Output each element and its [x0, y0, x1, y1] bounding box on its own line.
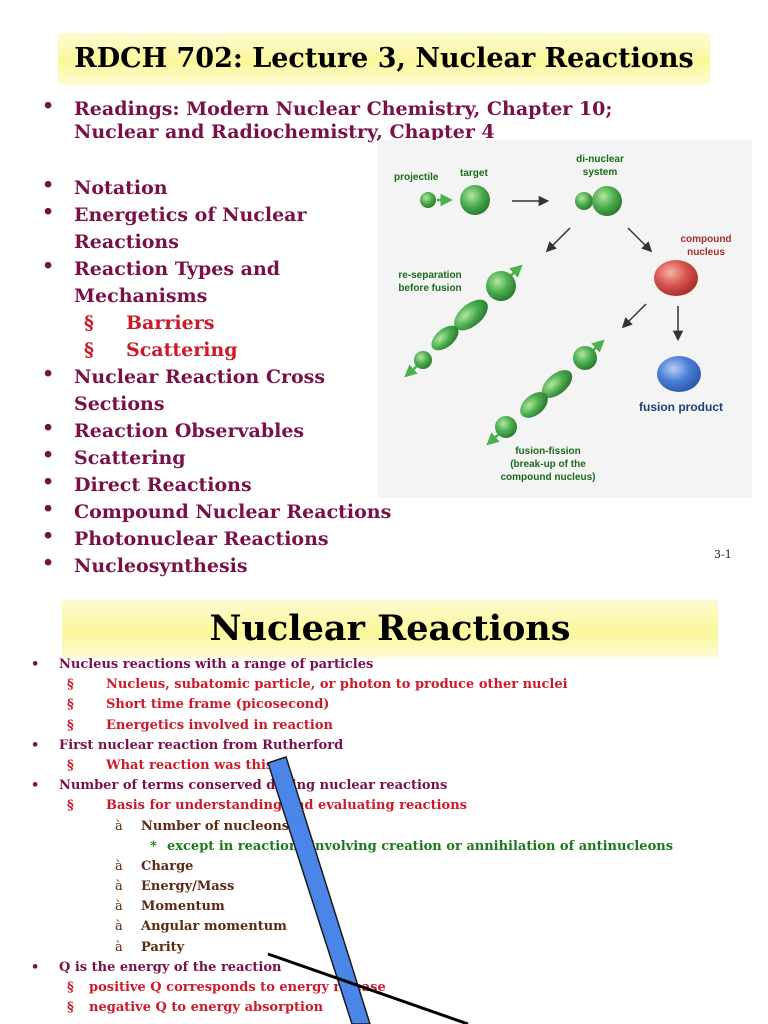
reseparation-arrow-down — [404, 364, 418, 378]
label-compound-2: nucleus — [687, 247, 725, 258]
item-momentum: Momentum — [0, 897, 760, 917]
dinuclear-large — [592, 186, 622, 216]
fusion-product-nucleus — [657, 356, 701, 392]
topic-reaction-types: Reaction Types and Mechanisms — [42, 253, 394, 310]
item-antinucleons-exception: except in reactions involving creation o… — [0, 837, 760, 857]
fission-neck-1 — [541, 370, 573, 398]
item-range-of-particles: Nucleus reactions with a range of partic… — [0, 655, 760, 675]
readings-bullet: Readings: Modern Nuclear Chemistry, Chap… — [42, 95, 684, 144]
fission-fragment-upper — [573, 346, 597, 370]
reaction-mechanism-diagram: projectile target di-nuclear system comp… — [378, 140, 752, 498]
item-short-time-frame: Short time frame (picosecond) — [0, 695, 760, 715]
label-fusion-fission-3: compound nucleus) — [501, 472, 596, 483]
topic-nucleosynthesis: Nucleosynthesis — [42, 550, 394, 580]
reseparation-fragment-small — [414, 351, 432, 369]
label-fusion-fission-2: (break-up of the — [510, 459, 586, 470]
projectile-nucleus — [420, 192, 436, 208]
item-conserved-terms: Number of terms conserved during nuclear… — [0, 776, 760, 796]
compound-nucleus — [654, 260, 698, 296]
target-nucleus — [460, 185, 490, 215]
label-dinuclear-1: di-nuclear — [576, 154, 624, 165]
fission-arrow-down — [486, 432, 500, 446]
dinuclear-small — [575, 192, 593, 210]
item-what-reaction: What reaction was this? — [0, 756, 760, 776]
label-target: target — [460, 168, 488, 179]
topic-direct: Direct Reactions — [42, 469, 394, 499]
arrow-to-fusion-fission — [621, 303, 647, 329]
topic-compound: Compound Nuclear Reactions — [42, 496, 394, 526]
item-charge: Charge — [0, 857, 760, 877]
arrow-to-reseparation — [545, 227, 571, 253]
arrow-to-compound — [627, 227, 653, 253]
topic-energetics: Energetics of Nuclear Reactions — [42, 199, 394, 256]
topic-observables: Reaction Observables — [42, 415, 394, 445]
label-fusion-fission-1: fusion-fission — [515, 446, 581, 457]
topic-cross-sections: Nuclear Reaction Cross Sections — [42, 361, 394, 418]
item-nucleons: Number of nucleons — [0, 817, 760, 837]
label-compound-1: compound — [680, 234, 731, 245]
topic-photonuclear: Photonuclear Reactions — [42, 523, 394, 553]
slide1-topic-list: Notation Energetics of Nuclear Reactions… — [42, 172, 394, 580]
label-fusion-product: fusion product — [639, 400, 723, 414]
item-angular-momentum: Angular momentum — [0, 917, 760, 937]
topic-barriers: Barriers — [44, 310, 394, 337]
topic-scattering-sub: Scattering — [44, 337, 394, 364]
label-dinuclear-2: system — [583, 167, 618, 178]
label-projectile: projectile — [394, 172, 439, 183]
label-reseparation-1: re-separation — [398, 270, 461, 281]
item-energy-mass: Energy/Mass — [0, 877, 760, 897]
item-energetics: Energetics involved in reaction — [0, 716, 760, 736]
item-produce-other-nuclei: Nucleus, subatomic particle, or photon t… — [0, 675, 760, 695]
slide1-title: RDCH 702: Lecture 3, Nuclear Reactions — [58, 33, 710, 85]
topic-notation: Notation — [42, 172, 394, 202]
reseparation-neck-1 — [454, 299, 488, 331]
slide1-readings-list: Readings: Modern Nuclear Chemistry, Chap… — [42, 95, 684, 144]
item-parity: Parity — [0, 938, 760, 958]
slide2-title: Nuclear Reactions — [62, 600, 718, 658]
item-rutherford: First nuclear reaction from Rutherford — [0, 736, 760, 756]
item-positive-q: positive Q corresponds to energy release — [0, 978, 760, 998]
page-number: 3-1 — [714, 548, 732, 561]
fission-neck-2 — [520, 392, 548, 418]
item-negative-q: negative Q to energy absorption — [0, 998, 760, 1018]
fission-fragment-lower — [495, 416, 517, 438]
item-q-energy: Q is the energy of the reaction — [0, 958, 760, 978]
label-reseparation-2: before fusion — [398, 283, 461, 294]
reseparation-neck-2 — [431, 325, 459, 351]
reseparation-fragment-large — [486, 271, 516, 301]
topic-scattering: Scattering — [42, 442, 394, 472]
slide2-bullet-list: Nucleus reactions with a range of partic… — [0, 655, 760, 1018]
item-basis-understanding: Basis for understanding and evaluating r… — [0, 796, 760, 816]
